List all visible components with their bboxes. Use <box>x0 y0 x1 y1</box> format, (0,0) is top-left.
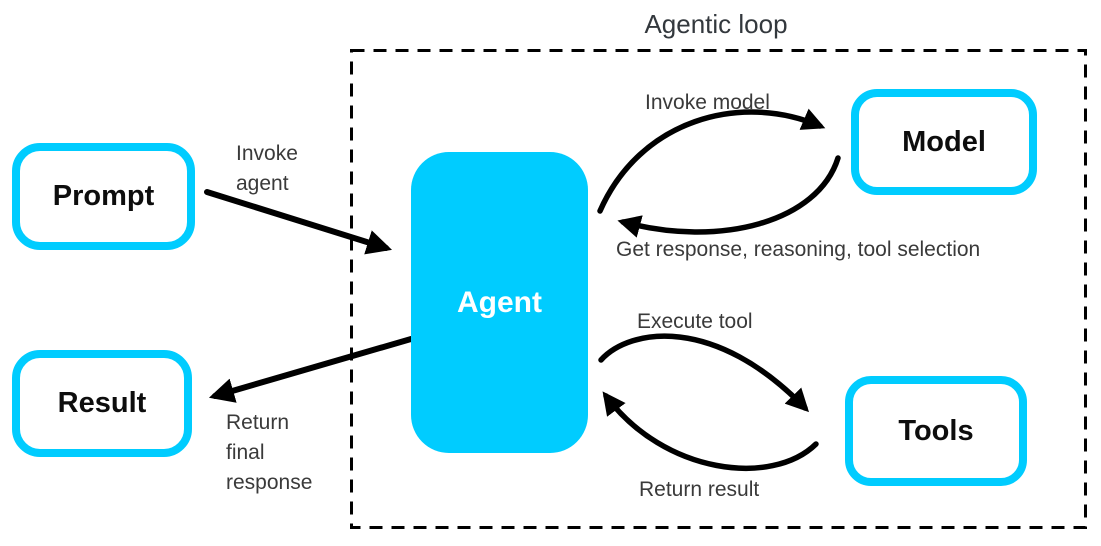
arrow-invoke-agent <box>204 189 393 255</box>
diagram-title: Agentic loop <box>644 9 788 39</box>
edge-label-return-result: Return result <box>639 478 760 501</box>
edge-label-invoke-model: Invoke model <box>645 91 770 114</box>
arrow-invoke-model <box>597 108 826 214</box>
arrow-execute-tool <box>598 333 810 413</box>
node-prompt-label: Prompt <box>52 180 155 212</box>
node-model-label: Model <box>902 125 986 158</box>
node-tools: Tools <box>845 376 1027 486</box>
arrow-get-response <box>617 155 841 238</box>
node-model: Model <box>851 89 1037 195</box>
edge-label-invoke-agent: Invoke agent <box>236 142 298 195</box>
arrow-return-result <box>602 391 819 471</box>
arrow-return-final-response <box>208 336 414 403</box>
node-tools-label: Tools <box>898 414 974 447</box>
node-result-label: Result <box>57 387 147 419</box>
edge-label-return-final-response: Return final response <box>226 411 313 494</box>
node-prompt: Prompt <box>12 143 195 250</box>
node-agent: Agent <box>411 152 588 453</box>
edge-label-execute-tool: Execute tool <box>637 310 753 333</box>
node-result: Result <box>12 350 192 457</box>
node-agent-label: Agent <box>457 285 542 319</box>
edge-label-get-response: Get response, reasoning, tool selection <box>616 238 981 261</box>
